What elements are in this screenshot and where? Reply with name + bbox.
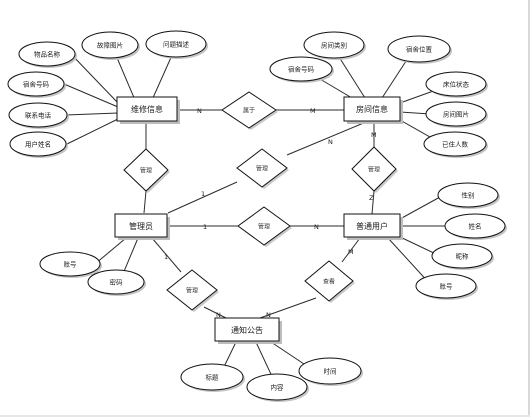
relationship-label: 管理 (368, 166, 380, 174)
relationship-label: 管理 (256, 165, 268, 173)
attribute-label: 房间图片 (443, 110, 469, 119)
relationship-label: 管理 (140, 167, 152, 175)
cardinality-label: M (310, 107, 316, 115)
relationship-label: 属于 (243, 108, 255, 115)
attribute-problem-description[interactable]: 问题描述 (145, 30, 208, 59)
attribute-label: 房间类别 (321, 41, 347, 50)
relationship-manage-repair[interactable]: 管理 (123, 148, 170, 193)
entity-user[interactable]: 普通用户 (343, 213, 403, 240)
attribute-label: 账号 (440, 282, 454, 291)
relationship-label: 查看 (323, 278, 335, 286)
relationship-label: 管理 (258, 223, 270, 231)
entity-label: 房间信息 (356, 104, 388, 114)
entity-label: 维修信息 (131, 104, 163, 114)
attribute-label: 姓名 (469, 222, 482, 231)
attribute-label: 内容 (271, 383, 285, 392)
attribute-label: 已住人数 (442, 140, 469, 149)
entity-admin[interactable]: 管理员 (114, 213, 170, 240)
attribute-label: 账号 (64, 260, 78, 269)
attribute-label: 性别 (462, 191, 475, 200)
attribute-label: 物品名称 (34, 50, 61, 59)
attribute-admin-password[interactable]: 密码 (87, 269, 146, 296)
attribute-title[interactable]: 标题 (180, 363, 245, 392)
entity-room[interactable]: 房间信息 (343, 96, 403, 124)
attribute-label: 联系电话 (25, 111, 52, 120)
cardinality-label: M (371, 131, 377, 139)
cardinality-label: 1 (201, 190, 205, 198)
attribute-label: 问题描述 (163, 40, 190, 49)
attribute-bed-status[interactable]: 床位状态 (425, 71, 488, 98)
cardinality-label: N (197, 107, 202, 115)
attribute-label: 标题 (206, 373, 220, 382)
attribute-label: 床位状态 (443, 80, 470, 89)
cardinality-label: N (266, 311, 271, 319)
attribute-repair-dorm-number[interactable]: 宿舍号码 (7, 71, 66, 98)
attribute-label: 宿舍号码 (23, 80, 50, 89)
attribute-name[interactable]: 姓名 (444, 213, 507, 240)
relationship-view[interactable]: 查看 (304, 260, 355, 303)
relationship-room-user[interactable]: 管理 (351, 146, 398, 193)
attribute-label: 宿舍号码 (288, 65, 315, 74)
attribute-time[interactable]: 时间 (298, 357, 363, 386)
attribute-label: 故障图片 (97, 41, 123, 50)
cardinality-label: N (314, 223, 319, 231)
cardinality-label: N (328, 138, 333, 146)
attribute-nickname[interactable]: 昵称 (431, 243, 494, 270)
attribute-room-dorm-number[interactable]: 宿舍号码 (269, 56, 334, 83)
attribute-label: 时间 (324, 367, 337, 376)
entity-notice[interactable]: 通知公告 (214, 317, 282, 344)
cardinality-label: N (216, 311, 221, 319)
attribute-gender[interactable]: 性别 (437, 182, 500, 209)
attribute-content[interactable]: 内容 (246, 373, 309, 402)
attribute-label: 用户姓名 (25, 140, 51, 149)
relationship-manage-room[interactable]: 管理 (236, 148, 289, 189)
attribute-label: 昵称 (456, 252, 470, 261)
attribute-item-name[interactable]: 物品名称 (18, 41, 77, 68)
relationship-manage-notice[interactable]: 管理 (166, 269, 219, 312)
cardinality-label: Z (369, 194, 374, 202)
entity-label: 通知公告 (231, 325, 263, 335)
attribute-user-name-repair[interactable]: 用户姓名 (9, 131, 68, 158)
attribute-occupants[interactable]: 已住人数 (423, 131, 488, 158)
attribute-fault-image[interactable]: 故障图片 (81, 31, 140, 60)
attribute-room-type[interactable]: 房间类别 (303, 31, 366, 60)
cardinality-labels: N M 1 N 1 N M Z 1 N M N (164, 107, 377, 319)
attribute-contact-phone[interactable]: 联系电话 (8, 102, 69, 129)
attribute-label: 密码 (110, 278, 124, 287)
relationship-manage-user[interactable]: 管理 (237, 206, 292, 247)
attribute-user-account[interactable]: 账号 (415, 273, 478, 300)
attribute-room-image[interactable]: 房间图片 (425, 101, 488, 128)
entity-label: 普通用户 (356, 221, 388, 231)
cardinality-label: 1 (164, 253, 168, 261)
attribute-admin-account[interactable]: 账号 (39, 251, 102, 278)
relationship-label: 管理 (186, 287, 198, 295)
attribute-dorm-location[interactable]: 宿舍位置 (387, 35, 452, 64)
relationship-belongs[interactable]: 属于 (221, 91, 278, 130)
entity-repair[interactable]: 维修信息 (116, 96, 180, 124)
entity-label: 管理员 (129, 221, 153, 231)
cardinality-label: 1 (203, 223, 207, 231)
attribute-label: 宿舍位置 (406, 45, 433, 54)
cardinality-label: M (348, 248, 354, 256)
